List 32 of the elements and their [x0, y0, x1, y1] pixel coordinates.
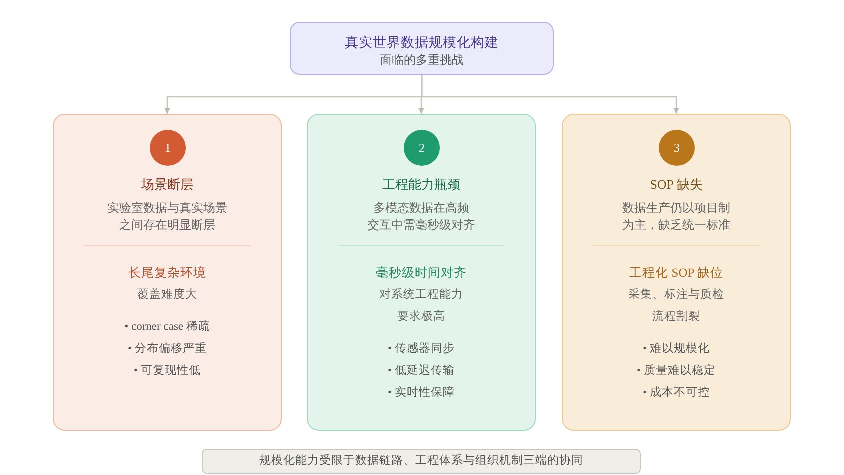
card-heading: 场景断层	[142, 176, 194, 194]
bullet-item: • 难以规模化	[643, 342, 710, 357]
bullet-item: • 可复现性低	[134, 364, 201, 379]
card-subdescription: 覆盖难度大	[138, 287, 198, 303]
bullet-item: • 质量难以稳定	[637, 364, 716, 379]
subtitle-text: 面临的多重挑战	[380, 52, 464, 68]
number-circle: 2	[404, 130, 440, 166]
bullet-item: • 成本不可控	[643, 386, 710, 401]
card-panel	[307, 114, 536, 431]
connector-arrow	[421, 75, 680, 114]
card-panel	[562, 114, 791, 431]
number-circle: 1	[150, 130, 186, 166]
card-description: 数据生产仍以项目制为主，缺乏统一标准	[622, 200, 730, 234]
title-text: 真实世界数据规模化构建	[345, 34, 499, 52]
bullet-item: • 实时性保障	[388, 385, 455, 401]
card-subdescription: 对系统工程能力要求极高	[380, 287, 464, 325]
bullet-item: • 分布偏移严重	[128, 342, 207, 357]
bullet-item: • 低延迟传输	[388, 364, 455, 379]
summary-banner: 规模化能力受限于数据链路、工程体系与组织机制三端的协同	[202, 449, 641, 474]
card-subdescription: 采集、标注与质检流程割裂	[628, 287, 724, 325]
bullet-item: • 传感器同步	[388, 342, 455, 357]
title-box	[290, 22, 554, 75]
card-heading: 工程能力瓶颈	[382, 176, 460, 194]
card-subheading: 毫秒级时间对齐	[376, 265, 467, 282]
card-subheading: 长尾复杂环境	[128, 265, 206, 282]
card-description: 多模态数据在高频交互中需毫秒级对齐	[368, 200, 476, 234]
card-description: 实验室数据与真实场景之间存在明显断层	[108, 200, 228, 234]
card-panel	[53, 114, 282, 431]
bullet-item: • corner case 稀疏	[124, 319, 210, 335]
card-heading: SOP 缺失	[650, 176, 703, 194]
card-subheading: 工程化 SOP 缺位	[630, 265, 724, 282]
number-circle: 3	[659, 130, 695, 166]
